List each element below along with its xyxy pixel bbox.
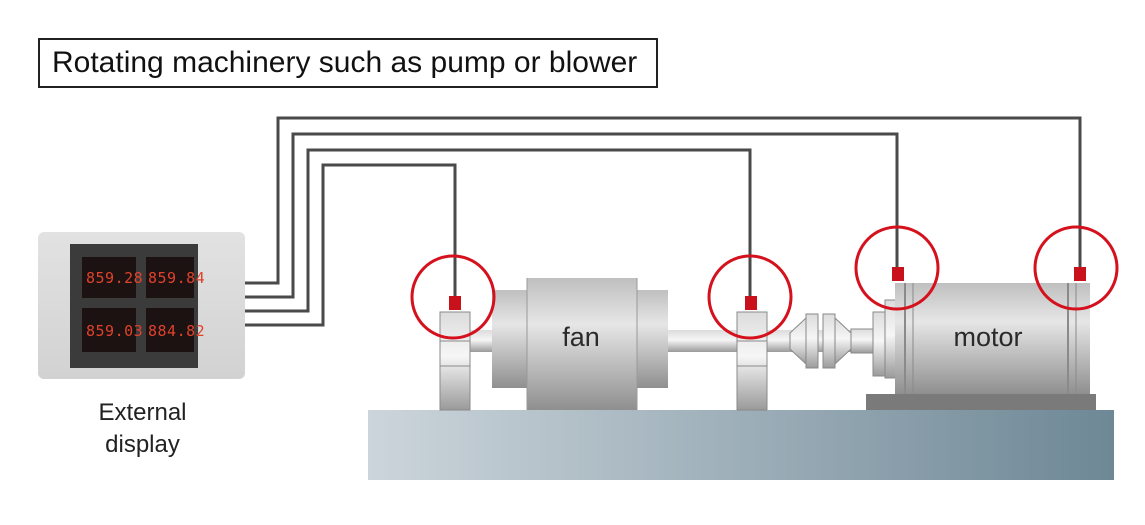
display-reading-4: 884.82 <box>148 322 205 340</box>
display-reading-3: 859.03 <box>86 322 143 340</box>
shaft-coupling <box>789 313 874 369</box>
external-display: 859.28 859.84 859.03 884.82 <box>38 232 245 379</box>
sensor-fan-left <box>449 296 461 310</box>
diagram-title: Rotating machinery such as pump or blowe… <box>38 38 658 88</box>
motor-housing <box>866 283 1096 410</box>
fan-label: fan <box>562 322 600 352</box>
external-display-label: External display <box>40 397 245 461</box>
display-screen-1 <box>82 257 136 298</box>
fan-housing <box>492 278 668 410</box>
fan-bearing-left <box>439 311 471 411</box>
external-display-label-line2: display <box>105 431 180 458</box>
cable-motor-right <box>245 116 1082 285</box>
cable-fan-right <box>245 148 752 313</box>
highlight-circle-fan-right <box>707 254 793 340</box>
display-screen-2 <box>146 257 194 298</box>
cable-motor-left <box>245 132 899 299</box>
motor-label: motor <box>953 322 1022 352</box>
display-reading-1: 859.28 <box>86 269 143 287</box>
vibration-sensors <box>449 267 1086 310</box>
sensor-highlight-circles <box>410 225 1119 340</box>
machine-base <box>368 410 1114 480</box>
sensor-fan-right <box>745 296 757 310</box>
display-screen-4 <box>146 308 194 352</box>
highlight-circle-motor-right <box>1033 225 1119 311</box>
highlight-circle-motor-left <box>854 225 940 311</box>
fan-bearing-right <box>736 311 768 411</box>
display-reading-2: 859.84 <box>148 269 205 287</box>
sensor-motor-right <box>1074 267 1086 281</box>
cable-fan-left <box>245 163 457 327</box>
display-screen-3 <box>82 308 136 352</box>
sensor-cables <box>245 116 1082 327</box>
sensor-motor-left <box>892 267 904 281</box>
highlight-circle-fan-left <box>410 254 496 340</box>
external-display-label-line1: External <box>98 399 187 426</box>
